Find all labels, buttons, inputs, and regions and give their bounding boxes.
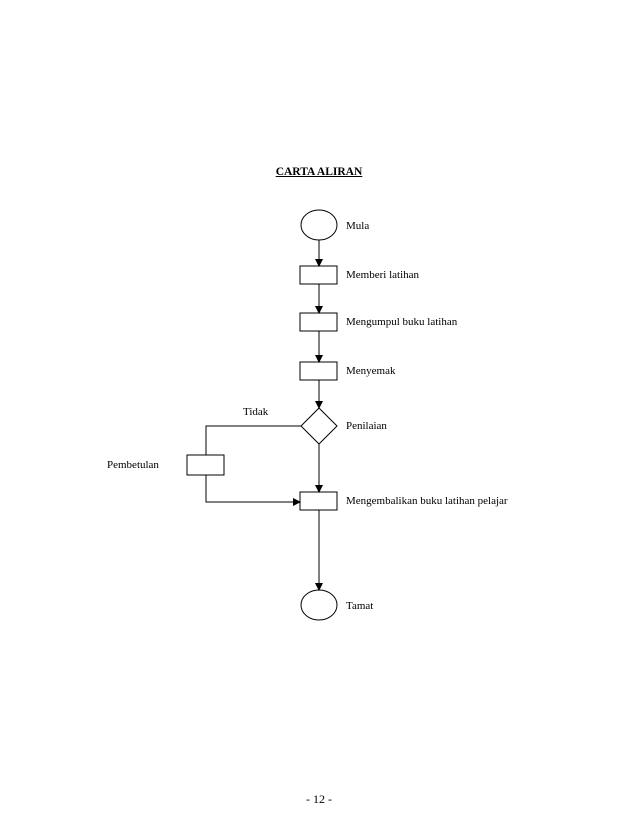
- label-tamat: Tamat: [346, 600, 374, 612]
- label-mengembalikan: Mengembalikan buku latihan pelajar: [346, 495, 508, 507]
- connector-tidak-to-pembetulan: [205, 425, 301, 455]
- process-mengembalikan: [299, 491, 338, 511]
- start-terminal: [300, 209, 338, 241]
- process-menyemak: [299, 361, 338, 381]
- decision-penilaian: [300, 407, 338, 445]
- process-mengumpul-buku: [299, 312, 338, 332]
- label-mula: Mula: [346, 220, 370, 232]
- label-penilaian: Penilaian: [346, 420, 387, 432]
- label-tidak: Tidak: [243, 406, 269, 418]
- page-number: - 12 -: [306, 792, 332, 806]
- label-menyemak: Menyemak: [346, 365, 396, 377]
- label-pembetulan: Pembetulan: [107, 459, 159, 471]
- process-pembetulan: [186, 454, 225, 476]
- page-title: CARTA ALIRAN: [275, 166, 363, 178]
- end-terminal: [300, 589, 338, 621]
- label-mengumpul-buku: Mengumpul buku latihan: [346, 316, 458, 328]
- label-memberi-latihan: Memberi latihan: [346, 269, 420, 281]
- arrow-pembetulan-to-mengembalikan: [205, 475, 301, 506]
- process-memberi-latihan: [299, 265, 338, 285]
